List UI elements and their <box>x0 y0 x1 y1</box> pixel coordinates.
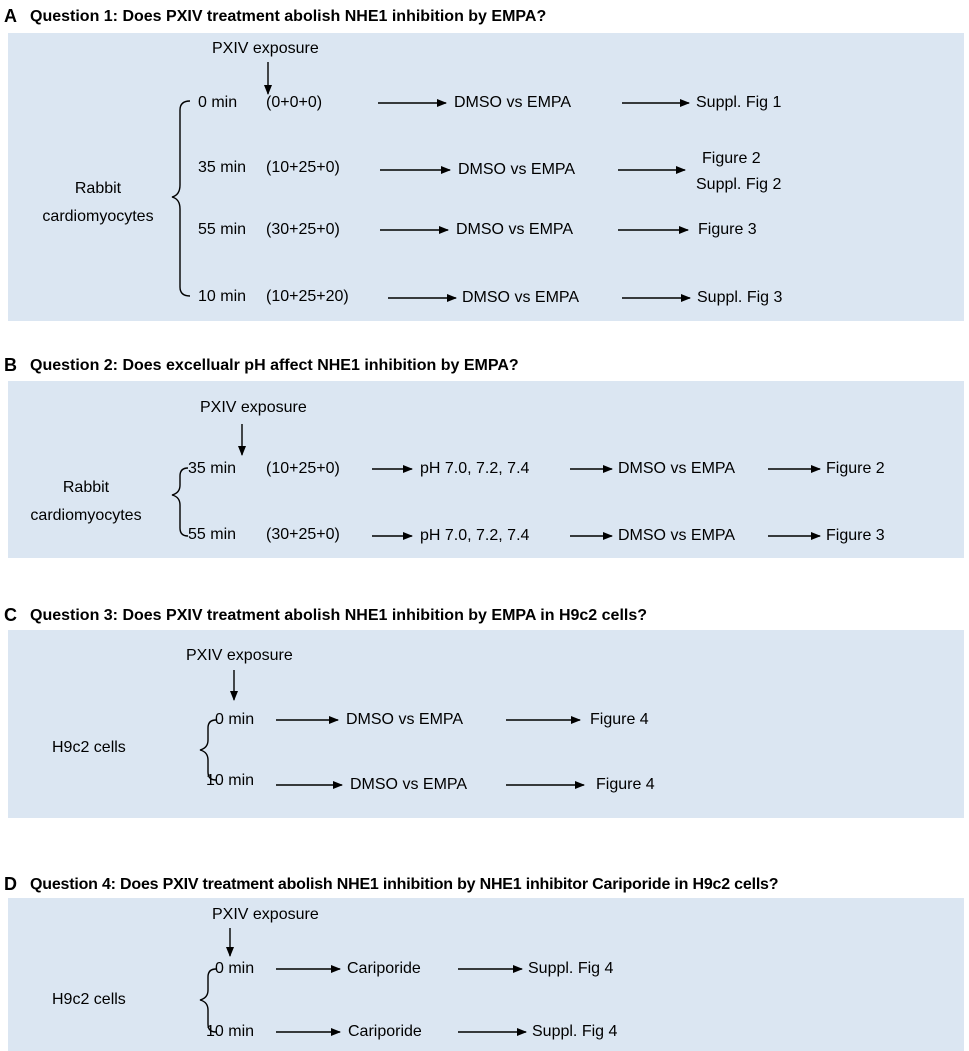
panel-a-question: Question 1: Does PXIV treatment abolish … <box>30 8 547 25</box>
panel-a-row3-time: 55 min <box>198 221 247 238</box>
panel-c-question: Question 3: Does PXIV treatment abolish … <box>30 607 648 624</box>
panel-a-row4-time: 10 min <box>198 288 247 305</box>
panel-a-row1-result: Suppl. Fig 1 <box>696 94 782 111</box>
panel-a-row4-detail: (10+25+20) <box>266 288 349 305</box>
panel-d-row2-result: Suppl. Fig 4 <box>532 1023 618 1040</box>
panel-b-letter: B <box>4 355 17 375</box>
panel-b-row1-time: 35 min <box>188 460 237 477</box>
panel-b-source-text: Rabbit cardiomyocytes <box>30 479 142 524</box>
panel-b-row1-treatment: DMSO vs EMPA <box>618 460 736 477</box>
panel-b-row1-detail: (10+25+0) <box>266 460 340 477</box>
panel-c-source-label: H9c2 cells <box>52 739 126 756</box>
panel-a-row2-time: 35 min <box>198 159 247 176</box>
panel-c-background <box>8 630 964 818</box>
panel-a-row2-detail: (10+25+0) <box>266 159 340 176</box>
panel-a-source-label: Rabbit cardiomyocytes <box>28 175 178 231</box>
panel-a-row4-treatment: DMSO vs EMPA <box>462 289 580 306</box>
panel-b-question: Question 2: Does excellualr pH affect NH… <box>30 357 519 374</box>
panel-b-row2-detail: (30+25+0) <box>266 526 340 543</box>
panel-d-row1-result: Suppl. Fig 4 <box>528 960 614 977</box>
panel-a-row1-time: 0 min <box>198 94 238 111</box>
panel-a-row2-treatment: DMSO vs EMPA <box>458 161 576 178</box>
panel-a-row3-detail: (30+25+0) <box>266 221 340 238</box>
panel-d-exposure-label: PXIV exposure <box>212 906 319 923</box>
panel-d-question: Question 4: Does PXIV treatment abolish … <box>30 876 779 893</box>
panel-a-row1-detail: (0+0+0) <box>266 94 323 111</box>
panel-a-letter: A <box>4 6 17 26</box>
panel-d-row2-time: 10 min <box>206 1023 255 1040</box>
panel-c-row2-treatment: DMSO vs EMPA <box>350 776 468 793</box>
panel-b-exposure-label: PXIV exposure <box>200 399 307 416</box>
panel-a-background <box>8 33 964 321</box>
panel-c-letter: C <box>4 605 17 625</box>
panel-b-row2-result: Figure 3 <box>826 527 885 544</box>
panel-a-row2-result2: Suppl. Fig 2 <box>696 176 782 193</box>
panel-d-row2-treatment: Cariporide <box>348 1023 422 1040</box>
panel-c-row1-result: Figure 4 <box>590 711 649 728</box>
panel-b-row1-ph: pH 7.0, 7.2, 7.4 <box>420 460 530 477</box>
panel-b-row2-time: 55 min <box>188 526 237 543</box>
panel-a-row3-result: Figure 3 <box>698 221 757 238</box>
panel-a-exposure-label: PXIV exposure <box>212 40 319 57</box>
panel-a-row4-result: Suppl. Fig 3 <box>697 289 783 306</box>
panel-d-row1-treatment: Cariporide <box>347 960 421 977</box>
panel-c-row2-time: 10 min <box>206 772 255 789</box>
panel-a-source-text: Rabbit cardiomyocytes <box>42 180 154 225</box>
panel-c-row1-time: 0 min <box>215 711 255 728</box>
panel-b-row1-result: Figure 2 <box>826 460 885 477</box>
panel-d-background <box>8 898 964 1051</box>
panel-b-row2-treatment: DMSO vs EMPA <box>618 527 736 544</box>
panel-d-source-label: H9c2 cells <box>52 991 126 1008</box>
panel-a-row2-result: Figure 2 <box>702 150 761 167</box>
panel-c-row2-result: Figure 4 <box>596 776 655 793</box>
panel-d-letter: D <box>4 874 17 894</box>
panel-d-row1-time: 0 min <box>215 960 255 977</box>
panel-c-exposure-label: PXIV exposure <box>186 647 293 664</box>
panel-b-source-label: Rabbit cardiomyocytes <box>16 474 156 530</box>
panel-a-row3-treatment: DMSO vs EMPA <box>456 221 574 238</box>
panel-b-row2-ph: pH 7.0, 7.2, 7.4 <box>420 527 530 544</box>
panel-a-row1-treatment: DMSO vs EMPA <box>454 94 572 111</box>
panel-c-row1-treatment: DMSO vs EMPA <box>346 711 464 728</box>
